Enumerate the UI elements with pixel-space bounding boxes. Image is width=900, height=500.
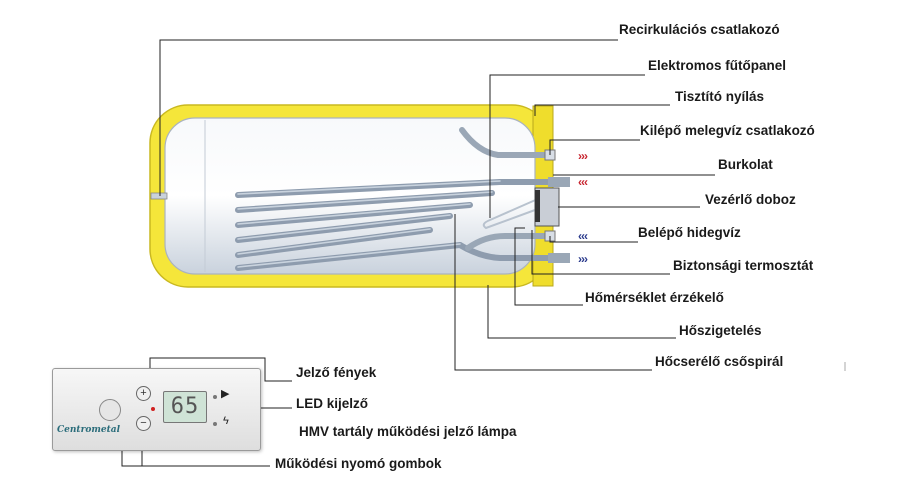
cold-out-arrows: ››› xyxy=(578,252,588,266)
lightning-icon: ϟ xyxy=(223,415,229,427)
indicator-light-bottom xyxy=(213,422,217,426)
label-heating-panel: Elektromos fűtőpanel xyxy=(648,58,787,73)
label-safety-thermostat: Biztonsági termosztát xyxy=(673,258,814,273)
label-recirculation: Recirkulációs csatlakozó xyxy=(619,22,780,37)
label-indicator-lights: Jelző fények xyxy=(296,365,377,380)
cold-in-arrows: ‹‹‹ xyxy=(578,229,588,243)
minus-button[interactable]: − xyxy=(136,416,151,431)
label-cleaning-opening: Tisztító nyílás xyxy=(675,89,765,104)
label-push-buttons: Működési nyomó gombok xyxy=(275,456,442,471)
label-hot-water-outlet: Kilépő melegvíz csatlakozó xyxy=(640,123,815,138)
label-temperature-sensor: Hőmérséklet érzékelő xyxy=(585,290,724,305)
hot-in-arrows: ‹‹‹ xyxy=(578,175,588,189)
plus-button[interactable]: + xyxy=(136,386,151,401)
label-casing: Burkolat xyxy=(718,157,773,172)
cold-inlet-pipe xyxy=(465,233,548,251)
power-button[interactable] xyxy=(99,399,121,421)
label-control-box: Vezérlő doboz xyxy=(705,192,796,207)
hot-out-arrows: ››› xyxy=(578,149,588,163)
control-panel: + − 65 ▶ ϟ Centrometal xyxy=(52,368,261,451)
brand-logo: Centrometal xyxy=(57,425,120,435)
indicator-light-top xyxy=(213,395,217,399)
coil-connector-top xyxy=(548,177,570,187)
label-insulation: Hőszigetelés xyxy=(679,323,762,338)
play-icon: ▶ xyxy=(221,388,230,400)
label-tank-operation-lamp: HMV tartály működési jelző lámpa xyxy=(299,424,517,439)
electric-heating-element xyxy=(482,197,541,230)
recirculation-connector xyxy=(150,192,168,200)
coil-connector-bottom xyxy=(548,253,570,263)
led-display: 65 xyxy=(163,391,207,423)
heat-exchanger-coil xyxy=(235,179,563,271)
tank-operation-lamp xyxy=(151,407,155,411)
label-cold-water-inlet: Belépő hidegvíz xyxy=(638,225,741,240)
label-heat-exchanger-coil: Hőcserélő csőspirál xyxy=(655,354,784,369)
label-led-display: LED kijelző xyxy=(296,396,369,411)
hot-water-riser xyxy=(459,127,548,158)
